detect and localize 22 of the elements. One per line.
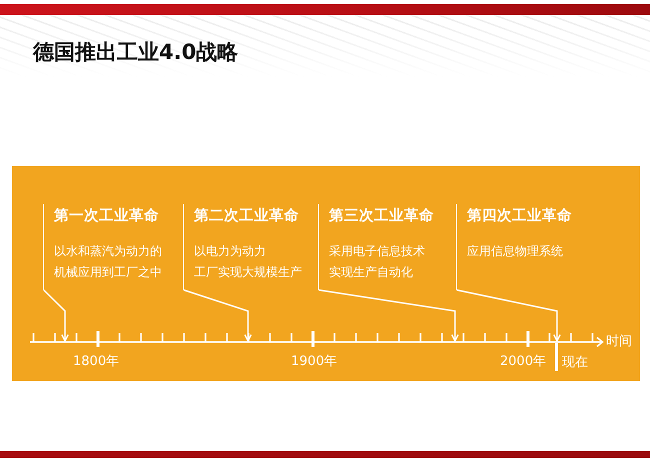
leader-arrow [318,289,459,342]
year-label: 1900年 [291,354,338,370]
callout-heading: 第三次工业革命 [329,208,435,225]
axis-label: 时间 [606,334,632,350]
year-label: 2000年 [500,354,546,370]
callout-text: 实现生产自动化 [329,264,414,281]
timeline-panel [12,166,640,381]
callout-text: 以电力为动力 [194,243,267,260]
year-label: 1800年 [73,354,120,370]
leader-arrow [43,289,69,342]
callout-text: 以水和蒸汽为动力的机械应用到工厂之中 [54,243,163,281]
leader-arrow [184,289,252,342]
now-label: 现在 [562,355,588,371]
page-title: 德国推出工业4.0战略 [33,40,238,65]
callout-text: 应用信息物理系统 [467,243,564,260]
leader-arrow [456,289,561,342]
timeline-axis [30,331,604,347]
callout-heading: 第四次工业革命 [467,208,573,225]
callout-text: 采用电子信息技术 [329,243,426,260]
callout-text: 工厂实现大规模生产 [194,264,303,281]
callout-heading: 第二次工业革命 [194,208,300,225]
callout-heading: 第一次工业革命 [54,208,160,225]
